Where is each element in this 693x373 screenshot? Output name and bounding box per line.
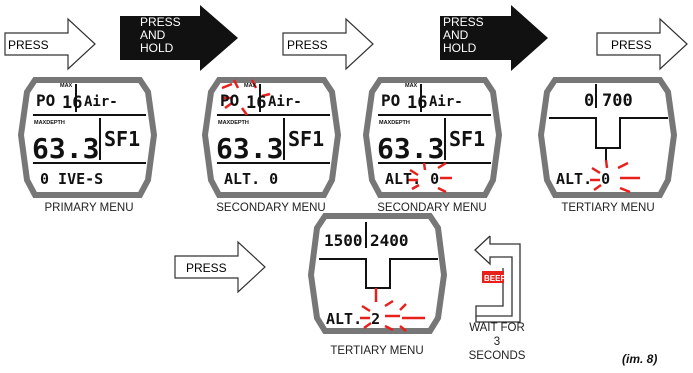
screen-3-maxdepth-tag: MAXDEPTH [379, 120, 410, 126]
screen-1-top-left: PO [36, 91, 55, 110]
flash-marks-tertiary-1 [590, 159, 640, 194]
beep-label: BEEP [484, 274, 506, 283]
screen-2-bottom: ALT. 0 [224, 170, 278, 188]
screen-5-top-right: 2400 [370, 231, 409, 250]
press-arrow-3 [596, 17, 688, 71]
screen-3-mode: SF1 [449, 127, 485, 151]
wait-caption-line2: 3 [493, 336, 501, 348]
screen-1-max-tag: MAX [60, 83, 73, 89]
screen-3-depth: 63.3 [377, 132, 444, 165]
press-hold-arrow-2 [440, 5, 548, 71]
screen-tertiary-menu-1 [537, 77, 678, 198]
flash-marks-bottom [408, 161, 452, 194]
screen-3-top-left: PO [381, 91, 400, 110]
caption-secondary-menu-2: SECONDARY MENU [377, 202, 487, 214]
wait-caption-line3: SECONDS [468, 350, 526, 362]
caption-tertiary-menu-1: TERTIARY MENU [561, 202, 655, 214]
caption-primary-menu: PRIMARY MENU [44, 202, 134, 214]
screen-primary-menu [17, 77, 158, 198]
press-hold-label-1-line2: AND [140, 28, 166, 42]
press-label-4: PRESS [186, 261, 227, 275]
screen-secondary-menu-2 [362, 77, 503, 198]
screen-3-max-tag: MAX [405, 83, 418, 89]
screen-1-bottom: 0 IVE-S [40, 170, 103, 188]
press-hold-label-1-line1: PRESS [140, 15, 181, 29]
screen-4-top-right: 700 [602, 91, 633, 111]
screen-4-top-left: 0 [584, 91, 594, 111]
screen-3-bottom: ALT. 0 [385, 170, 439, 188]
press-hold-arrow-1 [120, 5, 238, 71]
figure-reference: (im. 8) [622, 352, 658, 366]
press-label-2: PRESS [287, 38, 328, 52]
beep-badge [482, 271, 504, 283]
screen-1-top-right: Air- [84, 94, 118, 110]
screen-5-top-left: 1500 [324, 231, 363, 250]
screen-5-bottom: ALT. 2 [326, 310, 380, 328]
screen-3-top-mid: 16 [407, 93, 427, 113]
screen-4-bottom: ALT. 0 [556, 170, 610, 188]
press-hold-label-1-line3: HOLD [140, 41, 174, 55]
screen-2-top-left: PO [220, 91, 239, 110]
screen-1-top-mid: 16 [62, 93, 82, 113]
caption-tertiary-menu-2: TERTIARY MENU [330, 345, 424, 357]
wait-caption-line1: WAIT FOR [469, 322, 525, 334]
caption-secondary-menu-1: SECONDARY MENU [216, 202, 326, 214]
press-label-1: PRESS [8, 38, 49, 52]
flash-marks-top [221, 79, 271, 116]
flash-marks-tertiary-2 [360, 299, 425, 332]
screen-2-top-right: Air- [268, 94, 302, 110]
press-arrow-4 [174, 240, 266, 294]
screen-1-depth: 63.3 [32, 132, 99, 165]
screen-2-mode: SF1 [288, 127, 324, 151]
screen-2-top-mid: 16 [246, 93, 266, 113]
press-hold-label-2-line3: HOLD [443, 41, 477, 55]
screen-tertiary-menu-2 [307, 213, 448, 334]
screen-2-maxdepth-tag: MAXDEPTH [218, 120, 249, 126]
screen-3-top-right: Air- [429, 94, 463, 110]
screen-secondary-menu-1 [201, 77, 342, 198]
screen-2-depth: 63.3 [216, 132, 283, 165]
screen-2-max-tag: MAX [244, 83, 257, 89]
beep-return-icon [474, 235, 521, 323]
press-arrow-2 [282, 17, 374, 71]
screen-1-mode: SF1 [104, 127, 140, 151]
press-arrow-1 [4, 17, 96, 71]
press-hold-label-2-line1: PRESS [443, 15, 484, 29]
press-label-3: PRESS [611, 38, 652, 52]
press-hold-label-2-line2: AND [443, 28, 469, 42]
screen-1-maxdepth-tag: MAXDEPTH [34, 120, 65, 126]
